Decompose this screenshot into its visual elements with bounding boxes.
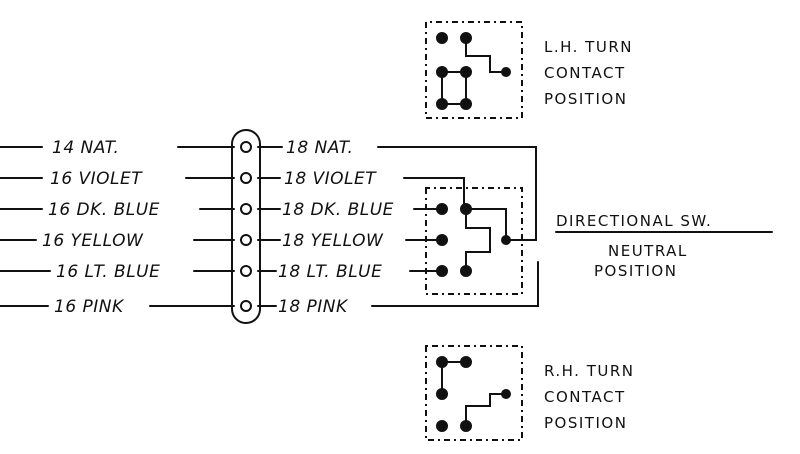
wire-right-label-violet: 18 VIOLET	[284, 169, 377, 189]
wire-right-label-pink: 18 PINK	[278, 297, 349, 317]
lh-position-label: POSITION	[544, 90, 627, 108]
lh-contact-label: CONTACT	[544, 64, 626, 82]
rh-turn-title: R.H. TURN	[544, 362, 635, 380]
lh-turn-contact	[425, 21, 523, 119]
neutral-switch	[425, 187, 523, 295]
wire-connector	[231, 129, 261, 324]
wire-left-label-pink: 16 PINK	[54, 297, 125, 317]
directional-switch-title: DIRECTIONAL SW.	[556, 212, 712, 230]
wire-left-label-nat: 14 NAT.	[52, 138, 119, 158]
wire-right-label-dk-blue: 18 DK. BLUE	[282, 200, 394, 220]
neutral-position-label: POSITION	[594, 262, 677, 280]
rh-turn-contact	[425, 345, 523, 441]
right-wire-leads	[257, 146, 539, 307]
left-wire-leads	[0, 146, 235, 307]
wire-right-label-yellow: 18 YELLOW	[282, 231, 384, 251]
wire-left-label-yellow: 16 YELLOW	[42, 231, 144, 251]
wire-right-label-lt-blue: 18 LT. BLUE	[278, 262, 382, 282]
wire-left-label-violet: 16 VIOLET	[50, 169, 143, 189]
lh-turn-title: L.H. TURN	[544, 38, 633, 56]
wire-right-label-nat: 18 NAT.	[286, 138, 353, 158]
rh-position-label: POSITION	[544, 414, 627, 432]
wire-left-label-dk-blue: 16 DK. BLUE	[48, 200, 160, 220]
wire-left-label-lt-blue: 16 LT. BLUE	[56, 262, 160, 282]
rh-contact-label: CONTACT	[544, 388, 626, 406]
neutral-label: NEUTRAL	[608, 242, 688, 260]
